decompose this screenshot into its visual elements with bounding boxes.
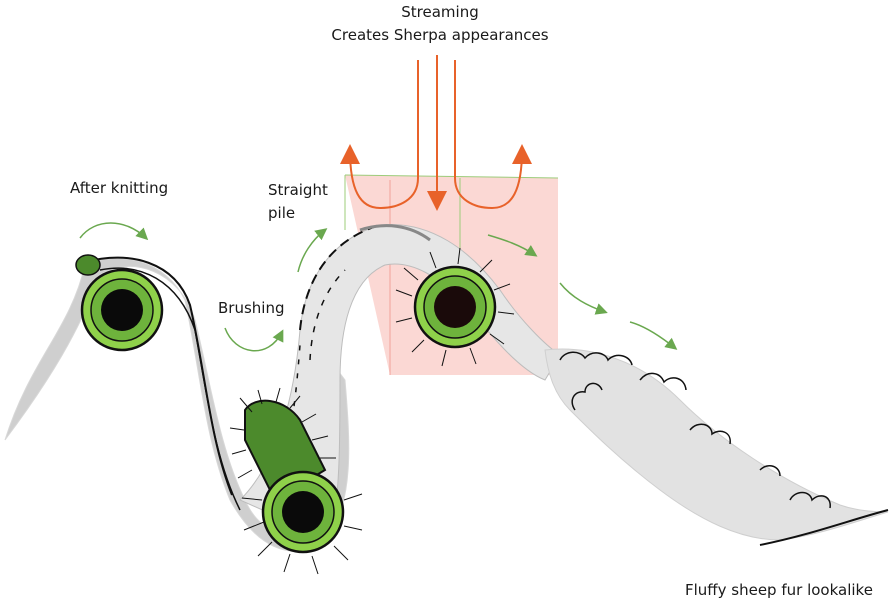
- fluffy-label: Fluffy sheep fur lookalike: [685, 581, 873, 599]
- after-knitting-label: After knitting: [70, 179, 169, 197]
- sherpa-label: Creates Sherpa appearances: [331, 26, 549, 44]
- roller-icon: [75, 254, 164, 352]
- down-arrow-icon: [340, 55, 532, 211]
- straight-pile-label-line1: Straight: [268, 181, 328, 199]
- roller-icon: [395, 247, 515, 367]
- streaming-label: Streaming: [401, 3, 479, 21]
- brushing-label: Brushing: [218, 299, 285, 317]
- roller-icon: [241, 470, 363, 575]
- curved-arrow-icon: [79, 222, 678, 352]
- straight-pile-label-line2: pile: [268, 204, 296, 222]
- fluffy-fur: [544, 348, 889, 546]
